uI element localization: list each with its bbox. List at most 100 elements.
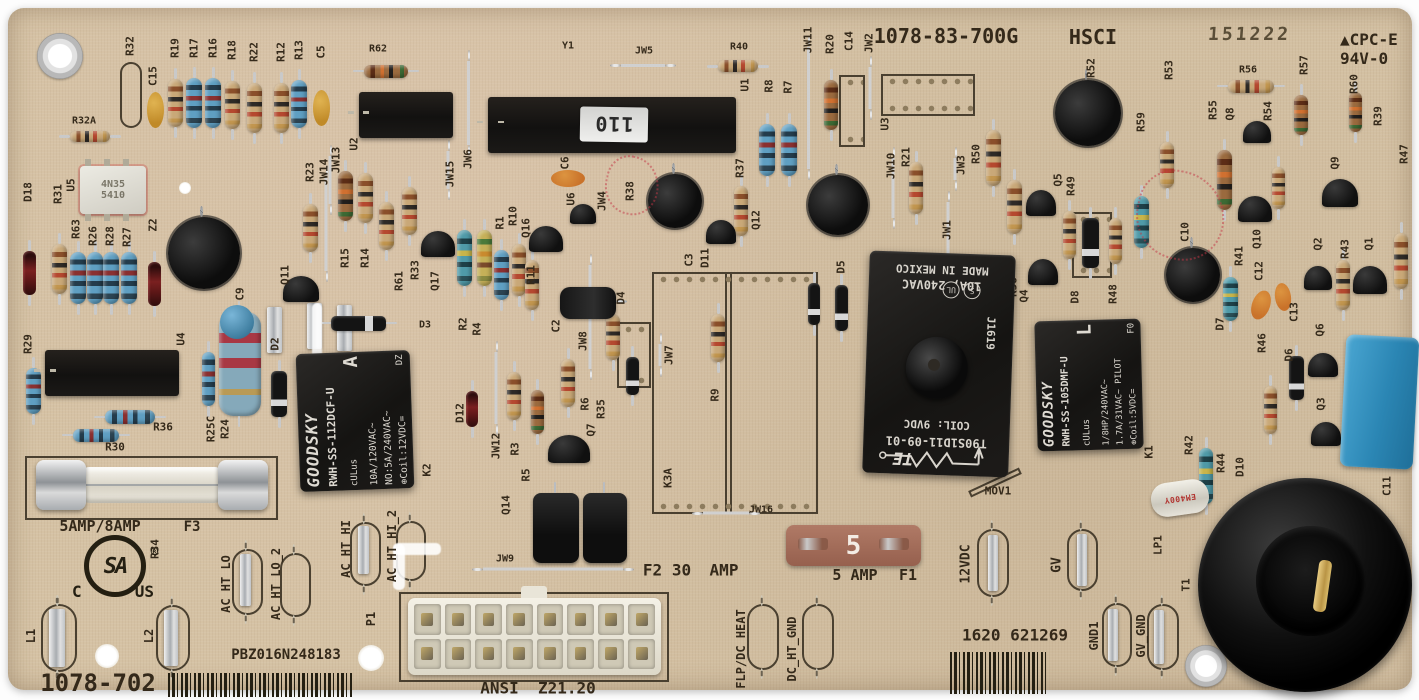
silkscreen-label: PBZ016N248183: [231, 647, 341, 663]
silkscreen-label: R40: [729, 41, 749, 53]
electrolytic-capacitor: [808, 164, 868, 235]
silkscreen-label: C5: [314, 45, 328, 59]
csa-c: C: [72, 582, 82, 601]
silkscreen-label: R47: [1397, 144, 1411, 164]
silkscreen-label: R39: [1371, 106, 1385, 126]
relay-k1-model: RWH-SS-105DMF-U: [1059, 356, 1073, 447]
silkscreen-label: AC HT HI: [339, 520, 353, 578]
jumper-wire: [463, 50, 473, 156]
resistor: [201, 341, 215, 417]
silkscreen-label: JW16: [748, 504, 774, 516]
relay-k1-coil: ⊕Coil:5VDC=: [1128, 388, 1140, 445]
silkscreen-label: R48: [1106, 284, 1120, 304]
silkscreen-label: U5: [64, 178, 78, 192]
transistor: [583, 482, 627, 563]
resistor: [456, 219, 472, 297]
jumper-wire: [692, 509, 760, 517]
silkscreen-label: JW6: [461, 149, 475, 169]
silkscreen-label: Q8: [1223, 107, 1237, 121]
resistor: [51, 233, 67, 305]
fuse-f1-value: 5: [845, 530, 862, 561]
fuse-end-cap: [218, 460, 268, 510]
u5-line2: 5410: [100, 190, 126, 201]
silkscreen-label: R20: [823, 34, 837, 54]
spade-terminal: [239, 554, 251, 606]
silkscreen-label: R43: [1338, 239, 1352, 259]
electrolytic-capacitor: [648, 163, 702, 228]
resistor: [59, 130, 121, 142]
relay-te-dome: [904, 335, 969, 400]
silkscreen-label: Q6: [1313, 323, 1327, 337]
resistor: [224, 70, 240, 140]
jumper-wire: [322, 164, 330, 282]
silkscreen-label: C2: [549, 319, 563, 333]
resistor: [205, 67, 221, 139]
silkscreen-label: Q16: [519, 218, 533, 238]
resistor: [1336, 249, 1350, 321]
silkscreen-label: HSCI: [1068, 25, 1118, 49]
silkscreen-label: R19: [168, 38, 182, 58]
connector-pin: [536, 604, 564, 635]
spade-terminal: [357, 526, 369, 574]
silkscreen-label: Q10: [1250, 229, 1264, 249]
csa-registered: ®: [150, 545, 158, 559]
connector-pin: [628, 638, 655, 669]
silkscreen-label: R25C: [204, 415, 218, 443]
silkscreen-label: K3A: [661, 468, 675, 488]
silkscreen-label: U1: [738, 78, 752, 92]
csa-us: US: [134, 582, 154, 601]
silkscreen-label: R54: [1261, 101, 1275, 121]
csa-ring: SA: [84, 535, 146, 597]
silkscreen-label: R59: [1134, 112, 1148, 132]
resistor: [1216, 139, 1232, 221]
csa-logo: SA ® C US: [72, 535, 158, 601]
silkscreen-label: R23: [303, 162, 317, 182]
terminal-pads: [41, 604, 77, 672]
silkscreen-label: R30: [105, 440, 125, 454]
silkscreen-label: Q5: [1051, 173, 1065, 187]
connector-pin: [444, 604, 472, 635]
resistor: [909, 151, 923, 225]
silkscreen-label: R56: [1238, 64, 1258, 76]
silkscreen-label: R6: [578, 397, 592, 411]
relay-k1-brand: GOODSKY: [1039, 380, 1058, 448]
silkscreen-label: DC_HT_GND: [785, 616, 799, 682]
silkscreen-label: JW8: [576, 331, 590, 351]
resistor: [530, 379, 544, 445]
silkscreen-label: JW5: [634, 45, 654, 57]
silkscreen-label: C14: [842, 31, 856, 51]
terminal-pads: [231, 549, 263, 615]
silkscreen-label: R13: [292, 40, 306, 60]
relay-te-brand: TE: [892, 447, 914, 469]
diode: [22, 240, 36, 306]
relay-k1-grade: L: [1073, 323, 1096, 336]
resistor: [103, 241, 119, 315]
ic-chip: [34, 350, 179, 396]
resistor: [167, 68, 183, 138]
silkscreen-label: R32: [123, 36, 137, 56]
silkscreen-label: R53: [1162, 60, 1176, 80]
buzzer-inner-ring: [1256, 526, 1366, 636]
component-footprint: [652, 272, 818, 514]
silkscreen-label: C9: [233, 287, 247, 301]
diode: [271, 360, 287, 428]
silkscreen-label: R63: [69, 219, 83, 239]
diode: [147, 251, 161, 317]
resistor: [291, 69, 307, 139]
silkscreen-label: GND1: [1087, 621, 1101, 651]
spade-terminal: [1154, 610, 1164, 664]
reflection-highlight: [393, 544, 405, 590]
fuse-glass: [76, 467, 228, 503]
cert-mark-line1: ▲CPC-E: [1340, 30, 1398, 49]
silkscreen-label: R52: [1084, 58, 1098, 78]
silkscreen-label: C15: [146, 66, 160, 86]
resistor: [759, 113, 775, 187]
silkscreen-label: C12: [1252, 261, 1266, 281]
silkscreen-label: GV_GND: [1134, 614, 1148, 658]
silkscreen-label: JW11: [801, 26, 815, 54]
silkscreen-label: R2: [456, 317, 470, 331]
silkscreen-label: R7: [781, 80, 795, 94]
resistor: [1294, 84, 1308, 146]
transistor: [1353, 266, 1387, 294]
silkscreen-label: Q1: [1362, 237, 1376, 251]
